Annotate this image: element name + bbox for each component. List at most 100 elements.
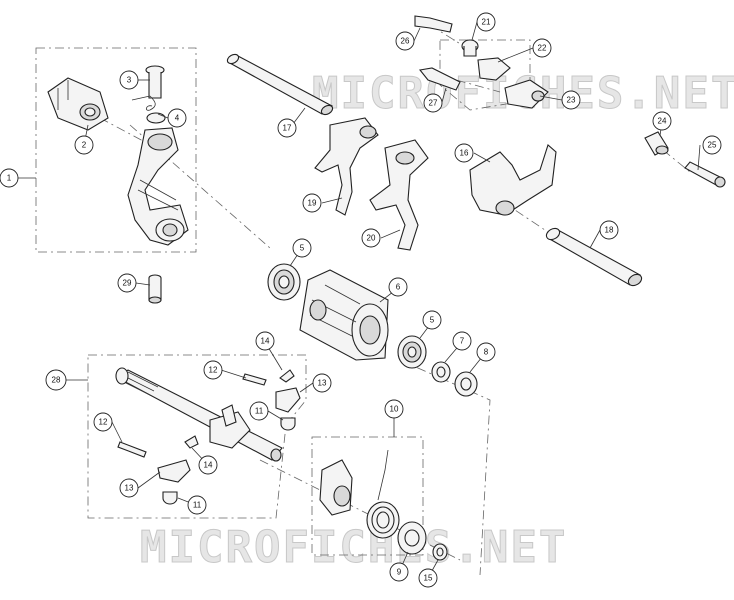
svg-text:16: 16 xyxy=(460,149,469,158)
callout-12a: 12 xyxy=(203,360,223,380)
washer-8-part xyxy=(454,371,478,397)
callout-19: 19 xyxy=(302,193,322,213)
svg-text:20: 20 xyxy=(367,234,376,243)
callout-7: 7 xyxy=(452,331,472,351)
svg-text:22: 22 xyxy=(538,44,547,53)
shift-fork-16-part xyxy=(469,144,557,216)
svg-text:15: 15 xyxy=(424,574,433,583)
rod-17-part xyxy=(226,53,334,116)
svg-text:5: 5 xyxy=(300,244,305,253)
callout-9: 9 xyxy=(389,562,409,582)
svg-text:19: 19 xyxy=(308,199,317,208)
svg-text:24: 24 xyxy=(658,117,667,126)
spring-assembly-part xyxy=(319,449,400,539)
svg-text:11: 11 xyxy=(193,501,202,510)
group-box-spring-assembly xyxy=(311,436,424,556)
centerline-lever-pin xyxy=(99,117,161,151)
callout-27: 27 xyxy=(423,93,443,113)
callout-22: 22 xyxy=(532,38,552,58)
callout-10: 10 xyxy=(384,399,404,419)
shift-lever-part xyxy=(127,127,189,246)
bracket-group-part xyxy=(414,15,549,109)
callout-21: 21 xyxy=(476,12,496,32)
callout-26: 26 xyxy=(395,31,415,51)
bearing-5a-part xyxy=(267,263,301,301)
callout-2: 2 xyxy=(74,135,94,155)
callout-11b: 11 xyxy=(187,495,207,515)
callout-18: 18 xyxy=(599,220,619,240)
group-box-shift-lever xyxy=(35,47,197,253)
callout-5a: 5 xyxy=(292,238,312,258)
callout-13b: 13 xyxy=(119,478,139,498)
bolt-29-part xyxy=(148,274,162,304)
callout-5b: 5 xyxy=(422,310,442,330)
shift-drum-part xyxy=(299,269,389,361)
callout-23: 23 xyxy=(561,90,581,110)
shift-fork-19-part xyxy=(314,117,379,216)
group-box-shaft-assembly xyxy=(87,354,307,519)
callout-12b: 12 xyxy=(93,412,113,432)
bolt-3-part xyxy=(145,65,165,99)
callout-15: 15 xyxy=(418,568,438,588)
svg-text:21: 21 xyxy=(482,18,491,27)
washer-7-part xyxy=(431,361,451,383)
circlip-15-part xyxy=(432,543,448,561)
shift-fork-20-part xyxy=(369,139,429,251)
svg-text:10: 10 xyxy=(390,405,399,414)
svg-text:12: 12 xyxy=(209,366,218,375)
svg-text:4: 4 xyxy=(175,114,180,123)
callout-3: 3 xyxy=(119,70,139,90)
callout-29: 29 xyxy=(117,273,137,293)
callout-28: 28 xyxy=(45,369,67,391)
svg-text:13: 13 xyxy=(318,379,327,388)
svg-text:6: 6 xyxy=(396,283,401,292)
svg-text:25: 25 xyxy=(708,141,717,150)
svg-text:18: 18 xyxy=(605,226,614,235)
svg-text:23: 23 xyxy=(567,96,576,105)
callout-14a: 14 xyxy=(255,331,275,351)
svg-text:14: 14 xyxy=(204,461,213,470)
svg-text:8: 8 xyxy=(484,348,489,357)
callout-24: 24 xyxy=(652,111,672,131)
callout-8: 8 xyxy=(476,342,496,362)
bushing-24-part xyxy=(644,131,669,156)
callout-13a: 13 xyxy=(312,373,332,393)
centerline-lever xyxy=(129,124,271,249)
callout-11a: 11 xyxy=(249,401,269,421)
callout-16: 16 xyxy=(454,143,474,163)
watermark-bottom: MICROFICHES.NET xyxy=(140,522,567,573)
svg-text:5: 5 xyxy=(430,316,435,325)
svg-text:7: 7 xyxy=(460,337,465,346)
lever-clamp-part xyxy=(47,77,109,131)
rod-18-part xyxy=(545,227,643,287)
svg-text:17: 17 xyxy=(283,124,292,133)
centerline-bolt-25 xyxy=(662,149,691,173)
centerline-drum xyxy=(399,359,491,576)
svg-text:26: 26 xyxy=(401,37,410,46)
svg-text:9: 9 xyxy=(397,568,402,577)
callout-20: 20 xyxy=(361,228,381,248)
callouts: 1 2 3 4 5 5 6 7 8 9 10 11 11 12 12 13 13… xyxy=(0,12,722,588)
bolt-25-part xyxy=(684,161,726,188)
svg-text:29: 29 xyxy=(123,279,132,288)
callout-14b: 14 xyxy=(198,455,218,475)
callout-1: 1 xyxy=(0,168,19,188)
bearing-5b-part xyxy=(397,335,427,369)
svg-text:2: 2 xyxy=(82,141,87,150)
washer-9-part xyxy=(397,521,427,555)
shaft-pins-part xyxy=(117,369,301,505)
svg-text:3: 3 xyxy=(127,76,132,85)
callout-25: 25 xyxy=(702,135,722,155)
svg-text:14: 14 xyxy=(261,337,270,346)
spring-4-part xyxy=(131,95,166,124)
svg-text:1: 1 xyxy=(7,174,12,183)
svg-text:12: 12 xyxy=(99,418,108,427)
svg-text:13: 13 xyxy=(125,484,134,493)
callout-4: 4 xyxy=(167,108,187,128)
svg-text:28: 28 xyxy=(52,376,61,385)
callout-17: 17 xyxy=(277,118,297,138)
callout-6: 6 xyxy=(388,277,408,297)
shift-shaft-part xyxy=(115,367,283,462)
svg-text:11: 11 xyxy=(255,407,264,416)
